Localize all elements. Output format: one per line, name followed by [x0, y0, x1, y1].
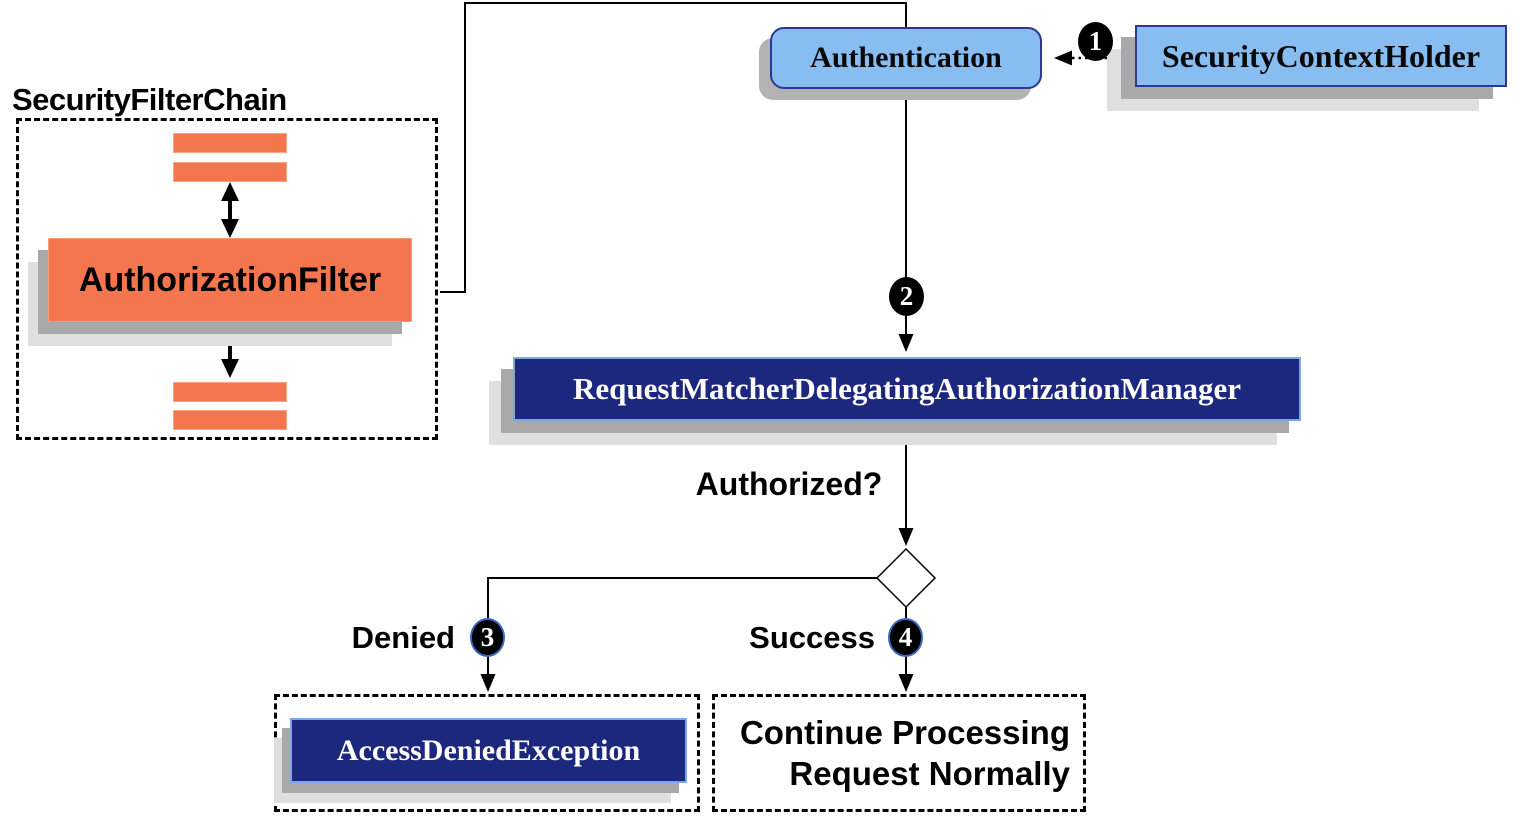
authorized-question-label: Authorized? [695, 466, 883, 502]
security-filter-chain-title: SecurityFilterChain [12, 82, 287, 117]
denied-label: Denied [351, 620, 455, 655]
filter-to-manager-connector [440, 2, 914, 352]
access-denied-container [274, 694, 700, 812]
continue-processing-line1: Continue Processing [739, 714, 1070, 751]
step-4-badge: 4 [888, 618, 923, 657]
continue-processing-line2: Request Normally [789, 755, 1070, 792]
filter-chain-arrow-bottom [221, 322, 239, 378]
continue-processing-node: Continue Processing Request Normally [712, 694, 1086, 812]
authentication-label: Authentication [810, 41, 1002, 74]
filter-bar [173, 162, 287, 182]
step-2-badge: 2 [889, 277, 924, 316]
step-3-badge: 3 [470, 618, 505, 657]
security-filter-chain-container [16, 118, 438, 440]
security-context-holder-label: SecurityContextHolder [1161, 37, 1481, 74]
access-denied-exception-label: AccessDeniedException [336, 733, 641, 767]
authorization-manager-label: RequestMatcherDelegatingAuthorizationMan… [572, 371, 1242, 406]
authorization-filter-label: AuthorizationFilter [78, 260, 382, 299]
authentication-node: Authentication [770, 27, 1042, 89]
authorization-filter-node: AuthorizationFilter [48, 238, 412, 322]
filter-chain-arrow-top [221, 182, 239, 238]
success-label: Success [749, 620, 875, 655]
continue-processing-container [712, 694, 1086, 812]
security-context-holder-node: SecurityContextHolder [1135, 25, 1507, 87]
access-denied-exception-node: AccessDeniedException [290, 718, 687, 783]
authorization-manager-node: RequestMatcherDelegatingAuthorizationMan… [513, 357, 1301, 421]
filter-bar [173, 133, 287, 153]
filter-bar [173, 382, 287, 402]
filter-bar [173, 410, 287, 430]
step-1-badge: 1 [1078, 22, 1113, 61]
decision-diamond [875, 547, 937, 609]
